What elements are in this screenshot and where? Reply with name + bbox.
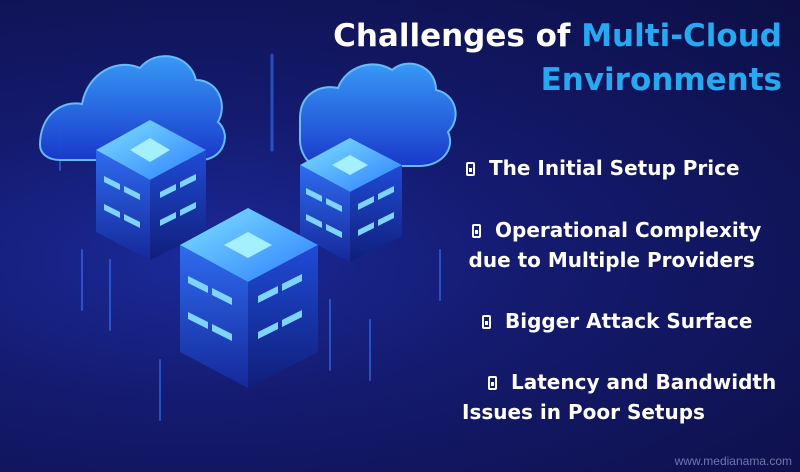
title-white: Challenges of bbox=[333, 18, 582, 54]
bullet-icon bbox=[482, 315, 491, 329]
list-item-attack-surface: Bigger Attack Surface bbox=[482, 306, 752, 336]
server-right bbox=[300, 138, 402, 262]
list-item-latency: Latency and Bandwidth Issues in Poor Set… bbox=[462, 367, 776, 427]
list-item-text: Bigger Attack Surface bbox=[505, 309, 753, 333]
watermark: www.medianama.com bbox=[674, 454, 792, 468]
bullet-icon bbox=[472, 224, 481, 238]
list-item-text: Latency and Bandwidth bbox=[511, 370, 777, 394]
page-title: Challenges of Multi-Cloud Environments bbox=[282, 14, 782, 102]
list-item-operational-complexity: Operational Complexity due to Multiple P… bbox=[462, 215, 762, 275]
title-line2: Environments bbox=[540, 62, 782, 98]
list-item-text-2: due to Multiple Providers bbox=[468, 248, 755, 272]
bullet-icon bbox=[488, 376, 497, 390]
list-item-setup-price: The Initial Setup Price bbox=[466, 153, 740, 183]
list-item-text: The Initial Setup Price bbox=[489, 156, 740, 180]
light-streaks bbox=[59, 53, 441, 421]
list-item-text: Operational Complexity bbox=[495, 218, 762, 242]
list-item-text-2: Issues in Poor Setups bbox=[462, 400, 705, 424]
server-center bbox=[180, 208, 318, 388]
title-blue: Multi-Cloud bbox=[581, 18, 782, 54]
bullet-icon bbox=[466, 162, 475, 176]
server-left bbox=[96, 120, 206, 260]
